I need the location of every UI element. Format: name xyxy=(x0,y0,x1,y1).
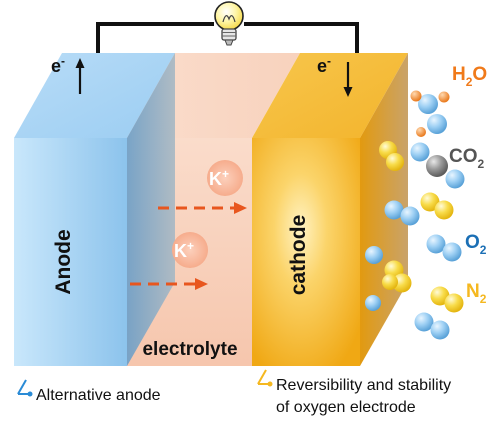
n2-molecules xyxy=(382,192,464,313)
caption-left-marker xyxy=(17,379,33,397)
svg-text:K+: K+ xyxy=(209,167,229,189)
electron-label-right: e- xyxy=(317,54,331,76)
electron-arrow-left xyxy=(75,58,85,94)
anode-side-face xyxy=(127,53,175,366)
cathode-label: cathode xyxy=(287,215,310,296)
h2o-label: H2O xyxy=(452,64,487,89)
co2-label: CO2 xyxy=(449,146,485,171)
electrolyte-label: electrolyte xyxy=(142,339,237,360)
potassium-ion-upper: K+ xyxy=(207,160,243,196)
potassium-ion-lower: K+ xyxy=(172,232,208,268)
caption-right-marker xyxy=(257,369,273,387)
caption-reversibility-line1: Reversibility and stability xyxy=(276,377,451,394)
anode-top-face xyxy=(14,53,175,138)
caption-alternative-anode: Alternative anode xyxy=(36,387,161,404)
electron-label-left: e- xyxy=(51,54,65,76)
cathode-front-face xyxy=(252,138,360,366)
anode-label: Anode xyxy=(52,229,75,294)
ion-transport-arrow-lower xyxy=(130,278,208,290)
ion-transport-arrow-upper xyxy=(158,202,247,214)
o2-label: O2 xyxy=(465,232,487,257)
o2-molecules xyxy=(365,200,462,340)
caption-reversibility-line2: of oxygen electrode xyxy=(276,399,416,416)
h2o-molecule xyxy=(410,90,450,137)
co2-molecule xyxy=(379,141,465,189)
light-bulb-icon xyxy=(214,1,244,46)
anode-front-face xyxy=(14,138,127,366)
cathode-top-face xyxy=(252,53,408,138)
n2-label: N2 xyxy=(466,281,487,306)
electron-arrow-right xyxy=(343,62,353,97)
svg-text:K+: K+ xyxy=(174,239,194,261)
